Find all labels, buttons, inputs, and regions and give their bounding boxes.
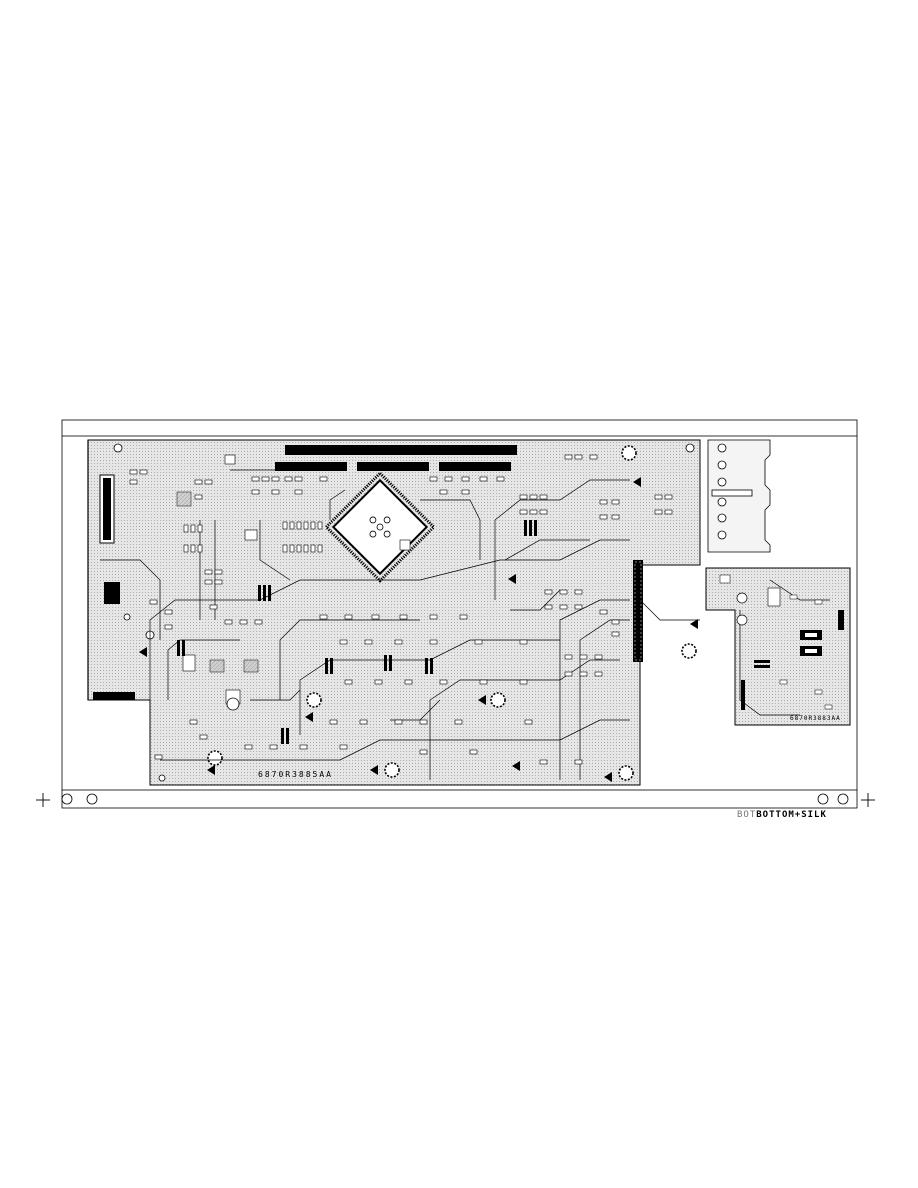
layer-label-main: BOTTOM+SILK [756, 810, 827, 820]
main-board-part-number: 6870R3885AA [258, 770, 333, 779]
bottom-left-connector [93, 692, 135, 700]
left-edge-connector [100, 475, 114, 543]
vertical-connector [633, 560, 643, 662]
layer-label-prefix: BOT [737, 810, 756, 820]
layer-label: BOTBOTTOM+SILK [737, 810, 827, 820]
sub-board-part-number: 6870R3883AA [790, 715, 841, 722]
jack-block [708, 440, 770, 552]
registration-marks [36, 793, 875, 807]
